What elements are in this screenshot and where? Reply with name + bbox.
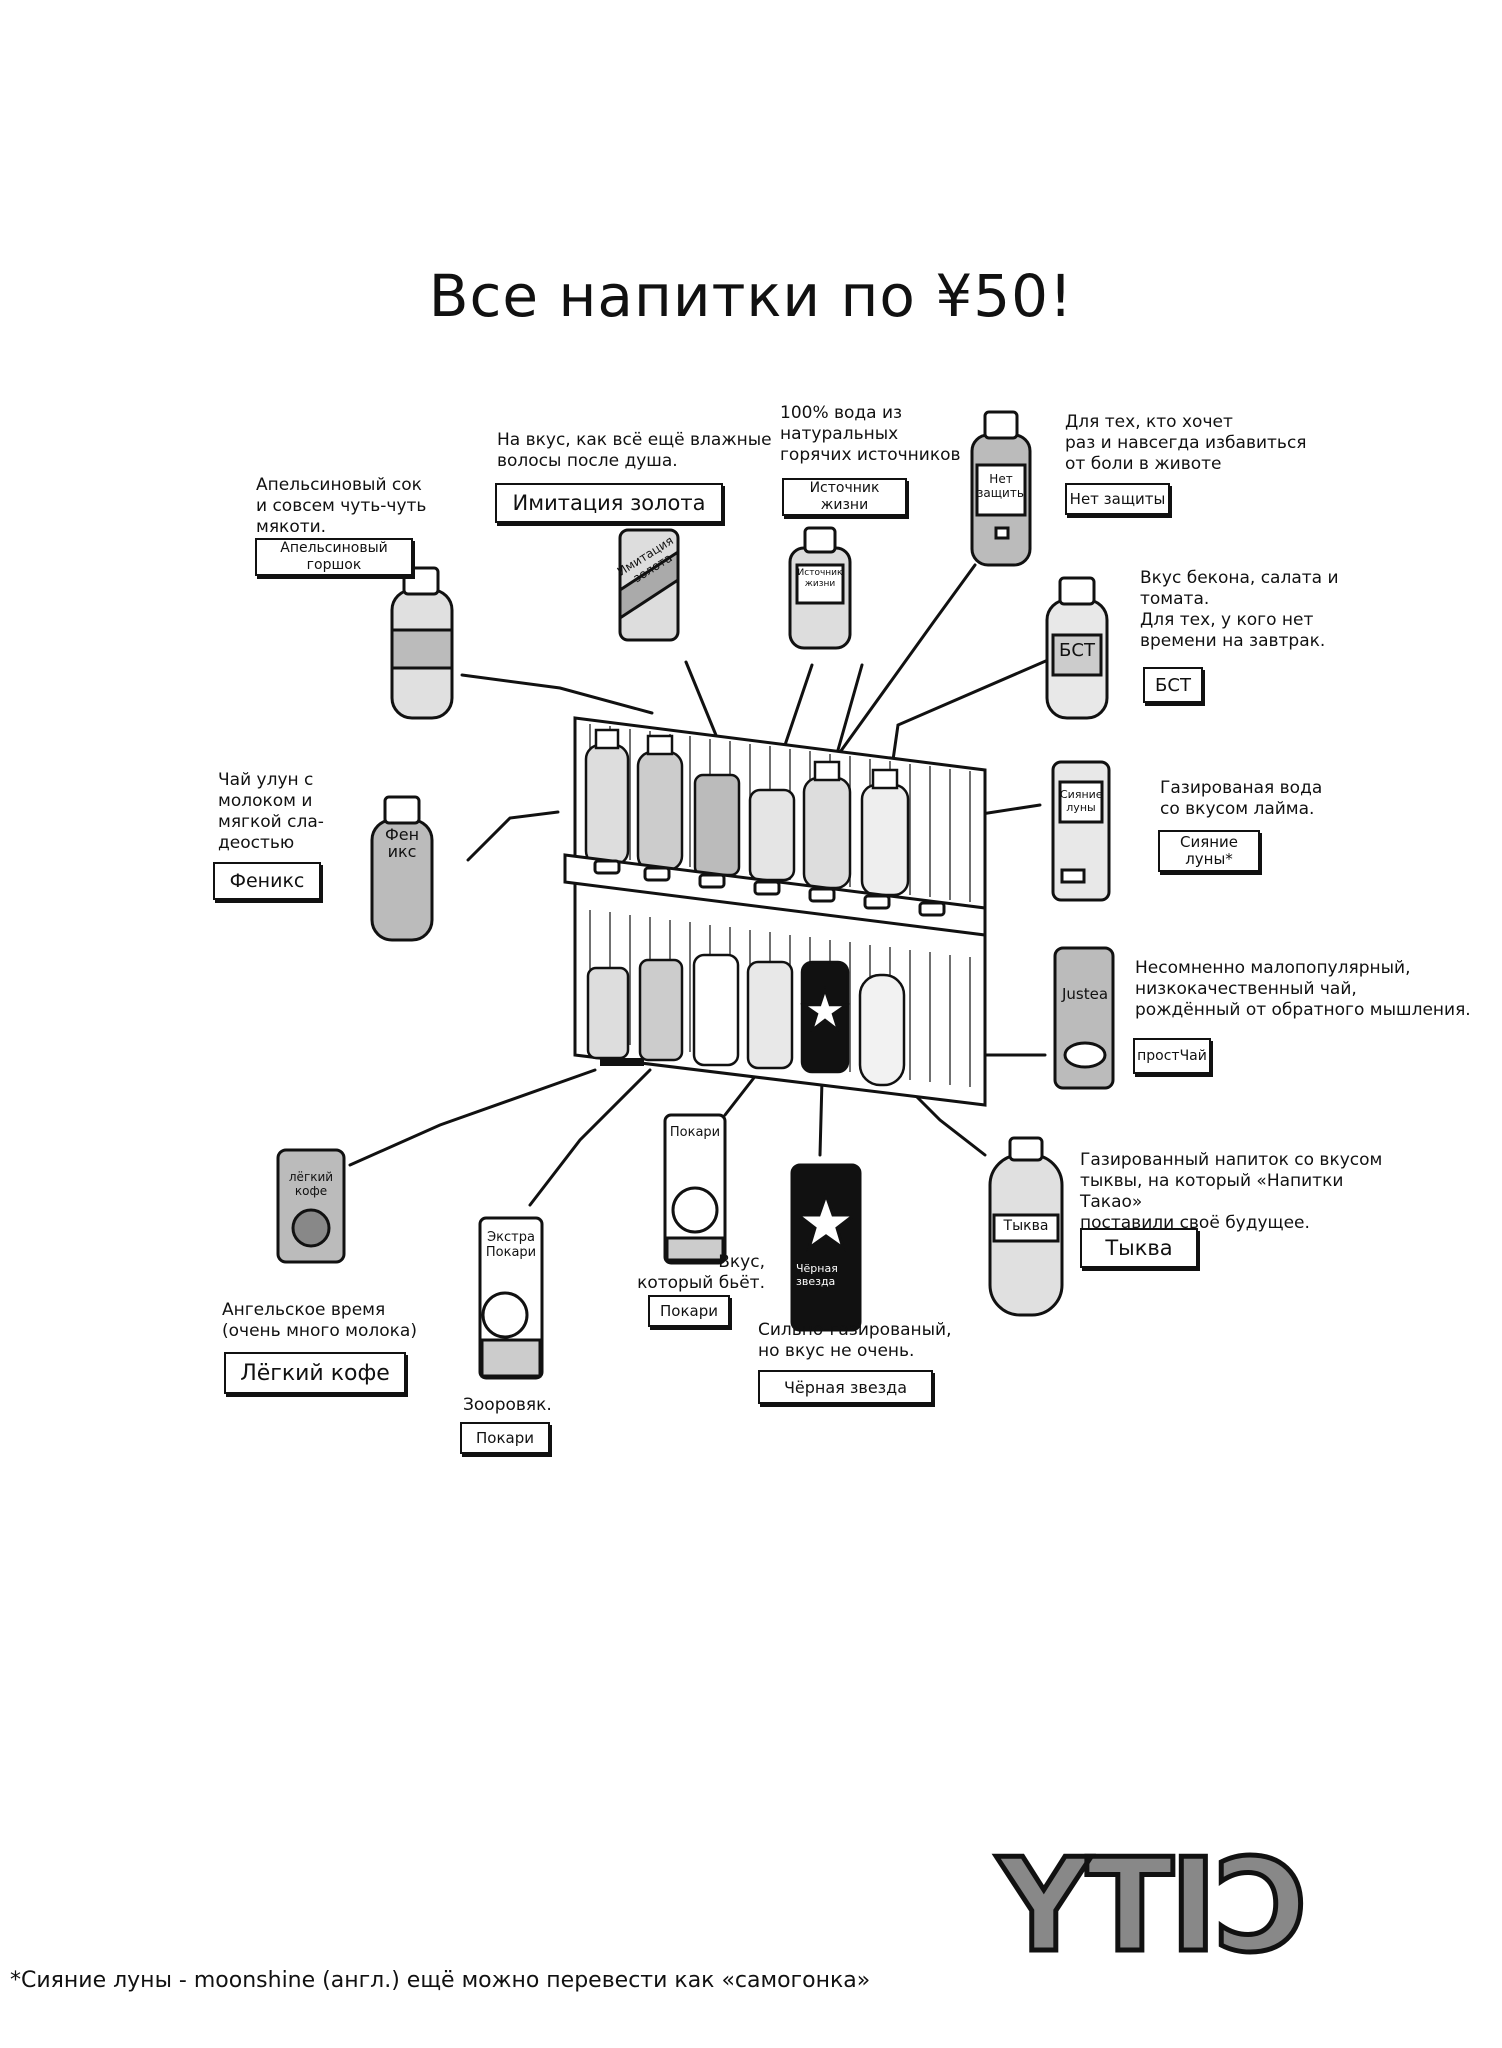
- gold-label: Имитация золота: [495, 483, 723, 523]
- blackstar-can-drawing: [790, 1163, 862, 1332]
- footnote: *Сияние луны - moonshine (англ.) ещё мож…: [10, 1968, 871, 1993]
- lightcoffee-can-text: лёгкий кофе: [288, 1170, 334, 1198]
- justea-can-text: Justea: [1061, 985, 1109, 1003]
- bst-bottle-text: БСТ: [1059, 640, 1095, 661]
- pumpkin-label: Тыква: [1080, 1228, 1198, 1268]
- extrapocari-label-text: Покари: [476, 1428, 534, 1447]
- pocari-can-text: Покари: [669, 1125, 721, 1140]
- pumpkin-desc: Газированный напиток со вкусом тыквы, на…: [1080, 1150, 1383, 1233]
- phoenix-label: Феникс: [213, 862, 321, 900]
- extrapocari-can-drawing: [478, 1216, 544, 1380]
- lightcoffee-desc: Ангельское время (очень много молока): [222, 1300, 417, 1341]
- lightcoffee-label-text: Лёгкий кофе: [240, 1360, 390, 1386]
- machine-can: [746, 960, 794, 1070]
- justea-can-drawing: [1053, 946, 1115, 1090]
- pocari-can-drawing: [663, 1113, 727, 1265]
- extrapocari-label: Покари: [460, 1422, 550, 1454]
- machine-shelf: [563, 853, 987, 937]
- phoenix-label-text: Феникс: [229, 869, 305, 892]
- machine-bottle: [858, 973, 906, 1087]
- blackstar-label-text: Чёрная звезда: [783, 1377, 908, 1397]
- blackstar-can-text: Чёрная звезда: [796, 1262, 838, 1288]
- bst-label-text: БСТ: [1155, 674, 1191, 696]
- gold-can-drawing: [618, 528, 680, 642]
- orange-bottle-drawing: [390, 566, 454, 720]
- bst-label: БСТ: [1143, 667, 1203, 703]
- lightcoffee-label: Лёгкий кофе: [224, 1352, 406, 1394]
- noprotect-label: Нет защиты: [1065, 483, 1170, 515]
- pocari-label-text: Покари: [660, 1301, 718, 1320]
- pocari-label: Покари: [648, 1295, 730, 1327]
- phoenix-bottle-text: Феникс: [384, 825, 420, 861]
- spring-label-text: Источник жизни: [809, 480, 880, 513]
- moon-label: Сияние луны*: [1158, 830, 1260, 872]
- moon-can-text: Сияние луны: [1060, 788, 1103, 814]
- machine-bottle: [748, 788, 796, 882]
- blackstar-label: Чёрная звезда: [758, 1370, 933, 1404]
- orange-label: Апельсиновый горшок: [255, 538, 413, 576]
- justea-label: простЧай: [1133, 1038, 1211, 1074]
- city-logo-art: CITY: [994, 1830, 1310, 1984]
- extrapocari-desc: Зооровяк.: [463, 1395, 552, 1415]
- spring-desc: 100% вода из натуральных горячих источни…: [780, 403, 961, 465]
- pocari-desc: Вкус, который бьёт.: [637, 1252, 765, 1293]
- machine-can: [638, 958, 684, 1062]
- spring-bottle-text: Источник жизни: [797, 568, 843, 589]
- pumpkin-bottle-drawing: [988, 1136, 1064, 1317]
- machine-can: [693, 773, 741, 877]
- pumpkin-label-text: Тыква: [1105, 1235, 1173, 1260]
- machine-bottle: [860, 768, 910, 897]
- city-logo: CITY: [935, 1830, 1315, 1984]
- orange-desc: Апельсиновый сок и совсем чуть-чуть мяко…: [256, 475, 427, 537]
- noprotect-bottle-drawing: [970, 410, 1032, 567]
- pumpkin-bottle-text: Тыква: [1003, 1218, 1049, 1234]
- spring-label: Источник жизни: [782, 478, 907, 516]
- machine-can: [692, 953, 740, 1067]
- noprotect-label-text: Нет защиты: [1069, 489, 1166, 508]
- noprotect-desc: Для тех, кто хочет раз и навсегда избави…: [1065, 412, 1307, 474]
- phoenix-bottle-drawing: [370, 795, 434, 942]
- justea-desc: Несомненно малопопулярный, низкокачестве…: [1135, 958, 1471, 1020]
- machine-bottle: [802, 760, 852, 890]
- bst-bottle-drawing: [1045, 576, 1109, 720]
- orange-label-text: Апельсиновый горшок: [280, 540, 388, 573]
- spring-bottle-drawing: [788, 526, 852, 650]
- moon-can-drawing: [1051, 760, 1111, 902]
- justea-label-text: простЧай: [1137, 1047, 1207, 1064]
- moon-desc: Газированая вода со вкусом лайма.: [1160, 778, 1323, 819]
- extrapocari-can-text: Экстра Покари: [485, 1230, 537, 1260]
- machine-can: [586, 966, 630, 1060]
- phoenix-desc: Чай улун с молоком и мягкой сла- деостью: [218, 770, 324, 853]
- lightcoffee-can-drawing: [276, 1148, 346, 1264]
- bst-desc: Вкус бекона, салата и томата. Для тех, у…: [1140, 568, 1339, 651]
- machine-bottle: [584, 728, 630, 867]
- city-logo-text: CITY: [996, 1838, 1307, 1968]
- moon-label-text: Сияние луны*: [1179, 833, 1239, 868]
- gold-label-text: Имитация золота: [512, 490, 706, 515]
- blackstar-desc: Сильно-газированый, но вкус не очень.: [758, 1320, 952, 1361]
- gold-desc: На вкус, как всё ещё влажные волосы посл…: [497, 430, 772, 471]
- noprotect-bottle-text: Нет защиты: [977, 472, 1027, 500]
- page-title: Все напитки по ¥50!: [428, 262, 1074, 330]
- machine-bottle: [636, 734, 684, 872]
